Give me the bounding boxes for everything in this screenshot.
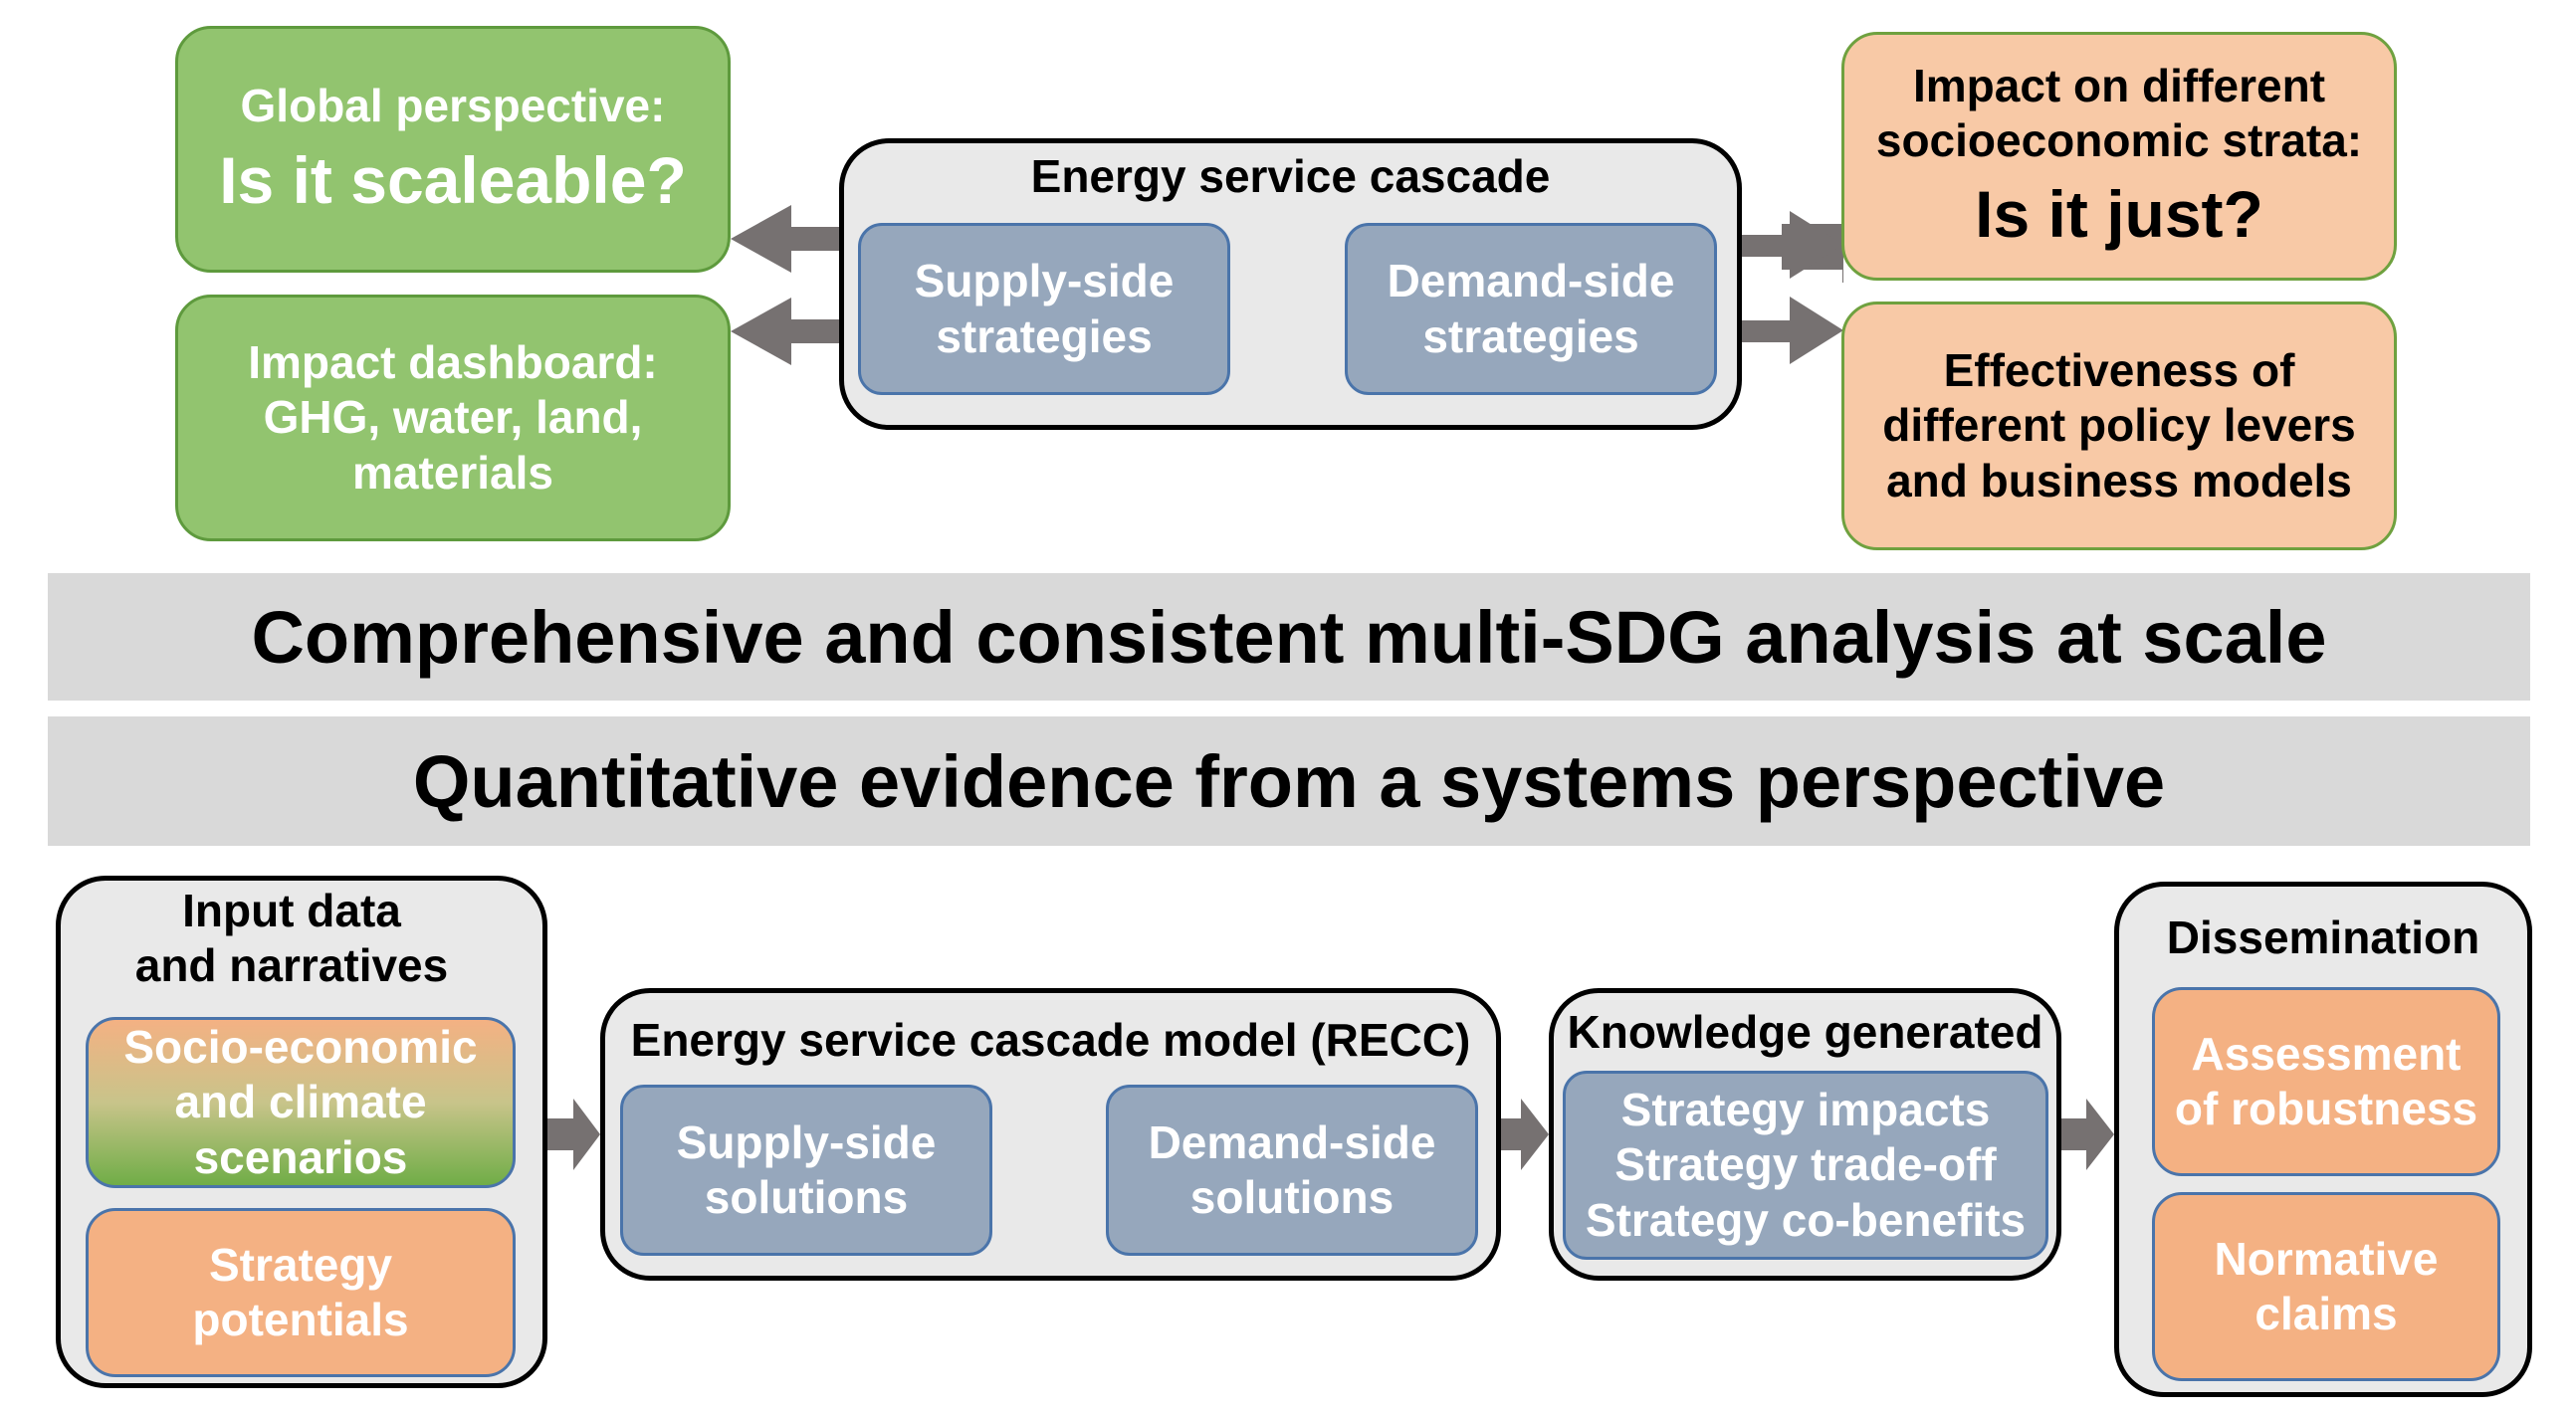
knowledge-items-box: Strategy impacts Strategy trade-off Stra… — [1563, 1071, 2048, 1260]
demand-side-solutions-box: Demand-side solutions — [1106, 1085, 1478, 1256]
scaleable-question: Is it scaleable? — [219, 143, 687, 217]
dashboard-line-1: Impact dashboard: — [248, 336, 658, 389]
demand-solutions-line-1: Demand-side — [1148, 1115, 1436, 1168]
demand-strategies-line-1: Demand-side — [1387, 255, 1675, 307]
scenarios-line-1: Socio-economic — [123, 1021, 478, 1074]
supply-strategies-line-2: strategies — [936, 309, 1153, 362]
effectiveness-line-2: different policy levers — [1882, 399, 2356, 452]
scenarios-box: Socio-economic and climate scenarios — [86, 1017, 516, 1188]
arrow-knowledge-to-dissemination — [2061, 1099, 2114, 1170]
scenarios-line-3: scenarios — [193, 1130, 408, 1183]
banner-multi-sdg-text: Comprehensive and consistent multi-SDG a… — [251, 595, 2327, 679]
banner-quantitative-evidence-text: Quantitative evidence from a systems per… — [412, 739, 2166, 823]
demand-strategies-line-2: strategies — [1422, 309, 1639, 362]
global-perspective-box: Global perspective: Is it scaleable? — [175, 26, 731, 273]
impact-socioeconomic-box: Impact on different socioeconomic strata… — [1841, 32, 2397, 281]
knowledge-line-1: Strategy impacts — [1620, 1084, 1991, 1136]
input-title-line-1: Input data — [182, 885, 401, 936]
effectiveness-line-3: and business models — [1886, 454, 2352, 506]
robustness-box: Assessment of robustness — [2152, 987, 2500, 1176]
arrow-right-top — [1740, 211, 1843, 279]
banner-multi-sdg: Comprehensive and consistent multi-SDG a… — [48, 573, 2530, 701]
recc-model-title: Energy service cascade model (RECC) — [630, 1014, 1471, 1066]
dissemination-title: Dissemination — [2166, 911, 2480, 963]
supply-strategies-line-1: Supply-side — [914, 255, 1175, 307]
energy-service-cascade-title: Energy service cascade — [1030, 150, 1551, 202]
just-question: Is it just? — [1975, 176, 2263, 251]
dashboard-line-2: GHG, water, land, — [263, 391, 643, 444]
knowledge-line-3: Strategy co-benefits — [1585, 1193, 2027, 1246]
supply-solutions-line-2: solutions — [704, 1171, 909, 1223]
scenarios-line-2: and climate — [174, 1076, 427, 1128]
supply-side-strategies-box: Supply-side strategies — [858, 223, 1230, 395]
potentials-line-1: Strategy — [208, 1238, 393, 1291]
knowledge-generated-title: Knowledge generated — [1567, 1006, 2043, 1058]
robustness-line-2: of robustness — [2174, 1083, 2478, 1134]
potentials-line-2: potentials — [192, 1294, 409, 1345]
effectiveness-box: Effectiveness of different policy levers… — [1841, 302, 2397, 550]
impact-dashboard-box: Impact dashboard: GHG, water, land, mate… — [175, 295, 731, 541]
arrow-to-global — [731, 205, 841, 273]
effectiveness-line-1: Effectiveness of — [1943, 344, 2295, 397]
robustness-line-1: Assessment — [2191, 1027, 2462, 1080]
impact-line-2: socioeconomic strata: — [1875, 114, 2363, 167]
normative-line-1: Normative — [2214, 1232, 2439, 1285]
supply-side-solutions-box: Supply-side solutions — [620, 1085, 992, 1256]
input-data-title: Input data and narratives — [56, 884, 547, 993]
arrow-input-to-model — [547, 1099, 600, 1170]
arrow-right-bottom — [1740, 297, 1843, 364]
impact-line-1: Impact on different — [1912, 60, 2326, 112]
arrow-to-dashboard — [731, 298, 841, 365]
global-perspective-label: Global perspective: — [240, 79, 666, 131]
supply-solutions-line-1: Supply-side — [676, 1115, 937, 1168]
normative-line-2: claims — [2254, 1288, 2398, 1339]
demand-solutions-line-2: solutions — [1189, 1171, 1395, 1223]
arrow-model-to-knowledge — [1501, 1099, 1549, 1170]
knowledge-line-2: Strategy trade-off — [1614, 1138, 1997, 1191]
banner-quantitative-evidence: Quantitative evidence from a systems per… — [48, 716, 2530, 846]
dashboard-line-3: materials — [351, 446, 553, 499]
normative-claims-box: Normative claims — [2152, 1192, 2500, 1381]
demand-side-strategies-box: Demand-side strategies — [1345, 223, 1717, 395]
strategy-potentials-box: Strategy potentials — [86, 1208, 516, 1377]
input-title-line-2: and narratives — [134, 939, 449, 992]
